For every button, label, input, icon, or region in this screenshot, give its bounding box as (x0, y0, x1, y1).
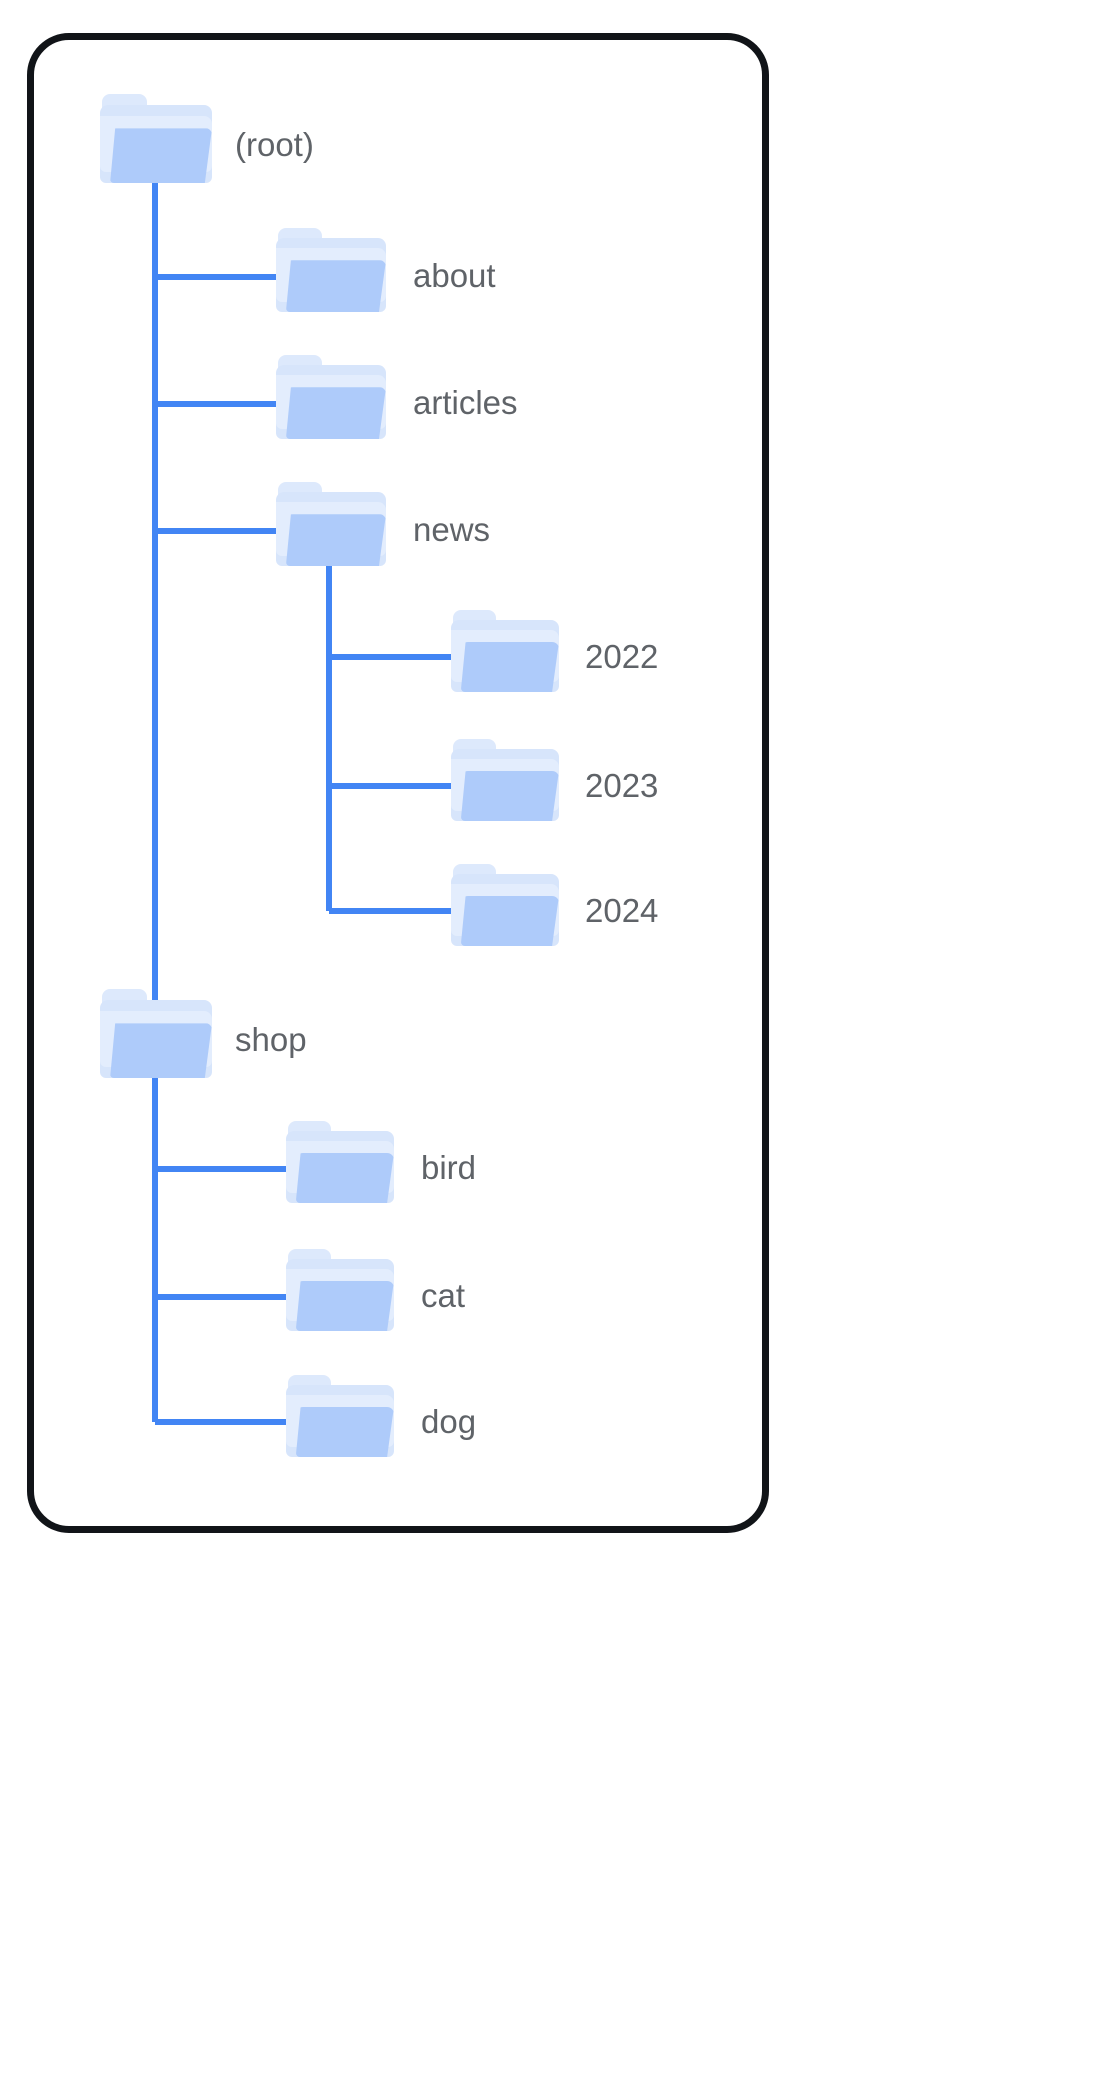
folder-icon (451, 738, 559, 821)
tree-node-label-cat: cat (421, 1276, 466, 1314)
tree-node-label-about: about (413, 256, 496, 294)
folder-icon (276, 227, 386, 312)
tree-node-2023[interactable]: 2023 (451, 738, 659, 821)
folder-icon (451, 863, 559, 946)
folder-icon (286, 1374, 394, 1457)
folder-icon (286, 1248, 394, 1331)
tree-node-label-articles: articles (413, 383, 518, 421)
tree-node-2024[interactable]: 2024 (451, 863, 659, 946)
tree-node-label-dog: dog (421, 1402, 477, 1440)
folder-icon (100, 94, 212, 183)
tree-node-label-shop: shop (235, 1020, 307, 1058)
folder-icon (451, 609, 559, 692)
tree-node-news[interactable]: news (276, 481, 491, 566)
tree-node-dog[interactable]: dog (286, 1374, 477, 1457)
folder-icon (286, 1120, 394, 1203)
tree-node-label-2024: 2024 (585, 891, 659, 929)
tree-node-about[interactable]: about (276, 227, 496, 312)
folder-icon (100, 989, 212, 1078)
tree-node-label-root: (root) (235, 125, 314, 163)
tree-node-articles[interactable]: articles (276, 354, 518, 439)
tree-node-label-bird: bird (421, 1148, 477, 1186)
folder-icon (276, 354, 386, 439)
tree-node-bird[interactable]: bird (286, 1120, 477, 1203)
tree-node-shop[interactable]: shop (100, 989, 307, 1078)
tree-node-2022[interactable]: 2022 (451, 609, 659, 692)
tree-node-label-2022: 2022 (585, 637, 659, 675)
tree-node-cat[interactable]: cat (286, 1248, 466, 1331)
tree-node-label-news: news (413, 510, 491, 548)
folder-icon (276, 481, 386, 566)
tree-node-label-2023: 2023 (585, 766, 659, 804)
tree-node-root[interactable]: (root) (100, 94, 314, 183)
